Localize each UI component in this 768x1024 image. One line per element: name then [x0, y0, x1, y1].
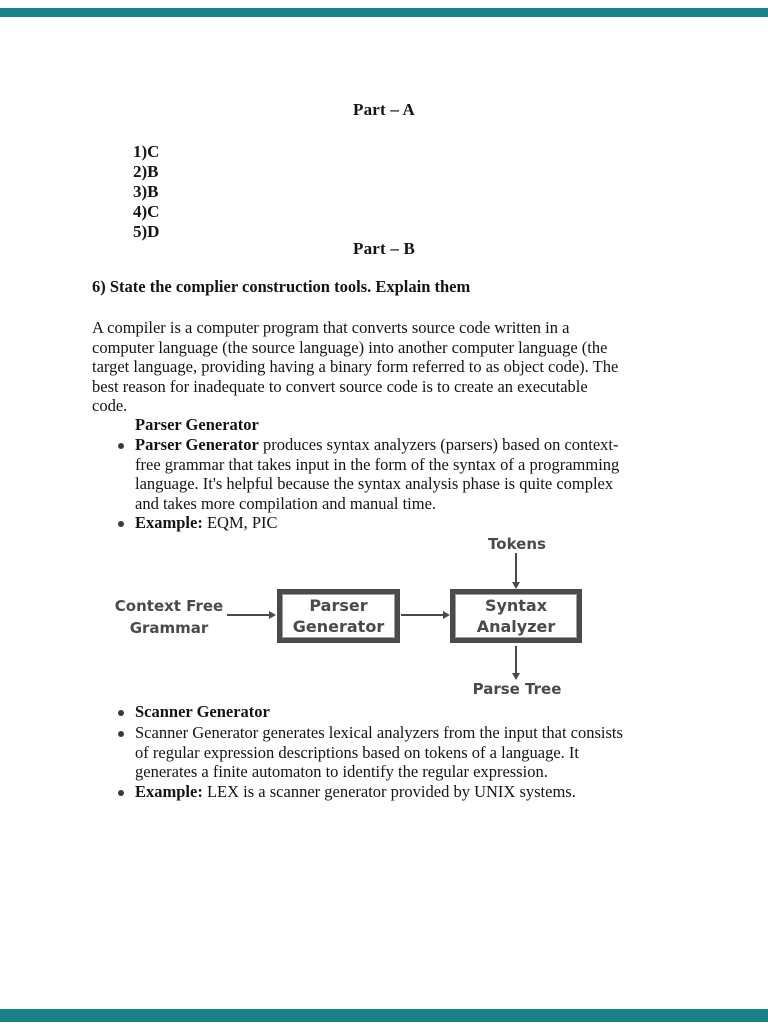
diagram-tokens-label: Tokens [488, 535, 546, 553]
paragraph-line: best reason for inadequate to convert so… [92, 376, 588, 396]
answer-item: 2)B [133, 162, 159, 181]
part-a-title: Part – A [352, 100, 416, 119]
parser-generator-box-label: Parser Generator [282, 594, 395, 638]
scanner-description-bullet: Scanner Generator generates lexical anal… [135, 723, 623, 782]
parser-generator-subheading: Parser Generator [135, 415, 259, 434]
paragraph-line: code. [92, 396, 128, 416]
part-b-title: Part – B [352, 239, 416, 258]
bullet-lead: Example: [135, 782, 203, 801]
diagram-input-label-line: Grammar [129, 619, 209, 637]
question-heading: 6) State the complier construction tools… [92, 277, 471, 296]
box-label-line: Generator [292, 617, 385, 636]
parser-bullet-1: Parser Generator produces syntax analyze… [135, 435, 619, 513]
bullet-text: LEX is a scanner generator provided by U… [202, 782, 576, 801]
diagram-input-label: Context Free Grammar [89, 595, 249, 639]
bullet-lead: Example: [135, 513, 203, 532]
parser-generator-box: Parser Generator [277, 589, 400, 643]
bullet-line: Scanner Generator generates lexical anal… [135, 723, 623, 742]
answer-item: 5)D [133, 222, 160, 241]
bullet-dot-icon [118, 731, 124, 737]
scanner-generator-bullet: Scanner Generator [135, 702, 270, 722]
box-label-line: Syntax [484, 596, 548, 615]
bullet-text: produces syntax analyzers (parsers) base… [258, 435, 619, 454]
bullet-dot-icon [118, 521, 124, 527]
bullet-lead: Scanner Generator [135, 702, 270, 721]
answer-item: 3)B [133, 182, 159, 201]
parser-example-bullet: Example: EQM, PIC [135, 513, 278, 533]
answer-item: 1)C [133, 142, 160, 161]
arrow-right-icon [227, 611, 276, 619]
diagram-output-label: Parse Tree [472, 680, 562, 698]
arrow-down-icon [512, 553, 520, 589]
box-label-line: Analyzer [476, 617, 556, 636]
bullet-line: Scanner Generator [135, 702, 270, 722]
box-label-line: Parser [309, 596, 368, 615]
viewer-bottom-band [0, 1009, 768, 1022]
arrow-down-icon [512, 646, 520, 680]
syntax-analyzer-box: Syntax Analyzer [450, 589, 582, 643]
paragraph-line: A compiler is a computer program that co… [92, 318, 570, 337]
bullet-line: of regular expression descriptions based… [135, 742, 579, 762]
answers-list: 1)C 2)B 3)B 4)C 5)D [133, 142, 159, 242]
bullet-dot-icon [118, 710, 124, 716]
syntax-analyzer-box-label: Syntax Analyzer [455, 594, 577, 638]
viewer-top-band [0, 8, 768, 17]
bullet-line: Example: EQM, PIC [135, 513, 278, 533]
scanner-example-bullet: Example: LEX is a scanner generator prov… [135, 782, 576, 802]
answer-item: 4)C [133, 202, 160, 221]
bullet-line: language. It's helpful because the synta… [135, 474, 614, 494]
bullet-line: Example: LEX is a scanner generator prov… [135, 782, 576, 802]
diagram-input-label-line: Context Free [114, 597, 224, 615]
bullet-dot-icon [118, 443, 124, 449]
bullet-dot-icon [118, 790, 124, 796]
bullet-line: and takes more compilation and manual ti… [135, 493, 437, 513]
paragraph-line: target language, providing having a bina… [92, 357, 619, 377]
bullet-lead: Parser Generator [135, 435, 259, 454]
bullet-line: free grammar that takes input in the for… [135, 454, 620, 474]
bullet-line: generates a finite automaton to identify… [135, 762, 548, 782]
bullet-line: Parser Generator produces syntax analyze… [135, 435, 619, 455]
intro-paragraph: A compiler is a computer program that co… [92, 318, 618, 416]
arrow-right-icon [401, 611, 450, 619]
paragraph-line: computer language (the source language) … [92, 337, 608, 357]
bullet-text: EQM, PIC [202, 513, 278, 532]
